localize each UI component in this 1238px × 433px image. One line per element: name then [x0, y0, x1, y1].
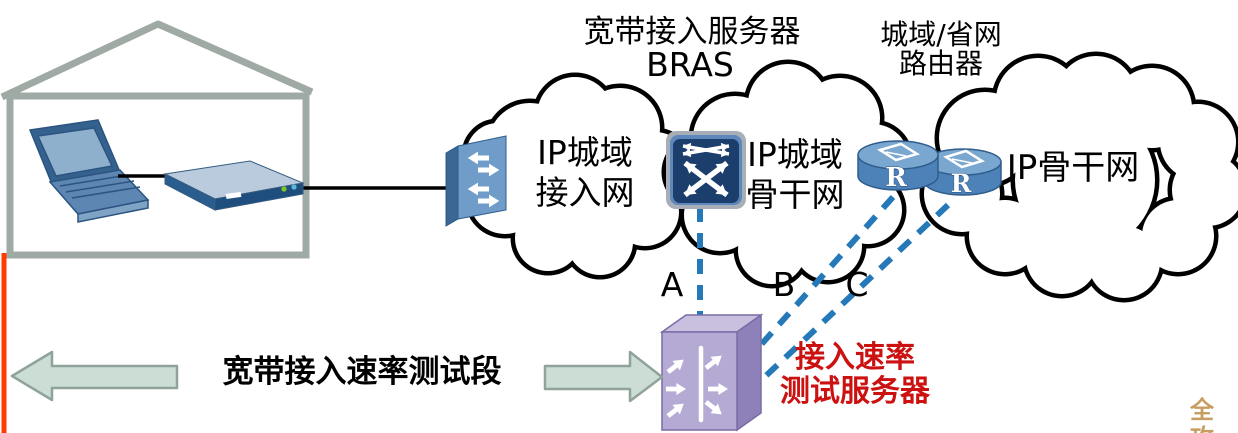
lan-switch-icon — [445, 135, 507, 227]
test-segment-label: 宽带接入速率测试段 — [222, 354, 502, 390]
modem-icon — [163, 160, 305, 211]
house-icon — [0, 20, 314, 259]
svg-text:R: R — [885, 163, 907, 193]
link-c-label: C — [845, 265, 869, 304]
svg-text:R: R — [951, 169, 972, 198]
test-server-label: 接入速率 测试服务器 — [780, 340, 930, 409]
test-segment-left-arrow — [10, 350, 179, 402]
laptop-icon — [28, 119, 150, 223]
cloud-metro-backbone-label: IP城域 骨干网 — [745, 135, 845, 214]
link-b-label: B — [772, 265, 796, 304]
link-a-label: A — [660, 265, 684, 304]
router-icon: R R — [857, 140, 1002, 198]
cloud-access-label: IP城域 接入网 — [535, 133, 635, 212]
watermark-label: 全攻略 — [1190, 396, 1214, 433]
bras-switch-icon — [666, 131, 746, 209]
bras-title-label: 宽带接入服务器 — [583, 14, 801, 50]
link-c-dashed-line — [735, 202, 951, 405]
test-segment-right-arrow — [543, 350, 664, 403]
cloud-backbone-label: IP骨干网 — [1006, 148, 1140, 188]
metro-router-title-label: 城域/省网 路由器 — [880, 18, 1002, 81]
bras-abbr-label: BRAS — [646, 45, 734, 84]
test-server-icon — [659, 313, 764, 432]
